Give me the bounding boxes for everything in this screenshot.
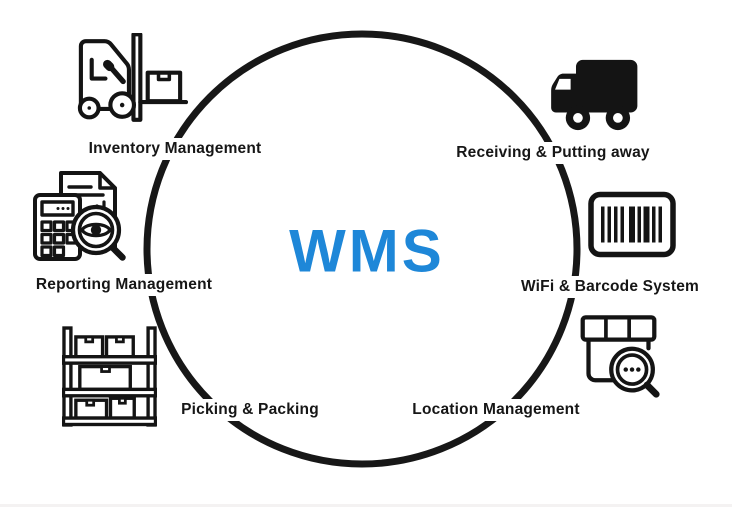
report-analysis-icon [33, 170, 129, 262]
node-label-location-management: Location Management [406, 399, 586, 421]
image-bottom-edge [0, 504, 732, 507]
storage-rack-icon [62, 326, 157, 427]
node-label-inventory-management: Inventory Management [82, 138, 268, 160]
delivery-truck-icon [549, 57, 640, 133]
node-label-picking-packing: Picking & Packing [175, 399, 325, 421]
cycle-circle [143, 30, 581, 468]
node-label-receiving-putting-away: Receiving & Putting away [450, 142, 656, 164]
diagram-title: WMS [289, 217, 445, 285]
package-search-icon [574, 313, 663, 401]
node-label-reporting-management: Reporting Management [29, 274, 219, 296]
barcode-icon [588, 191, 676, 258]
forklift-icon [75, 33, 188, 127]
node-label-wifi-barcode-system: WiFi & Barcode System [514, 276, 706, 298]
